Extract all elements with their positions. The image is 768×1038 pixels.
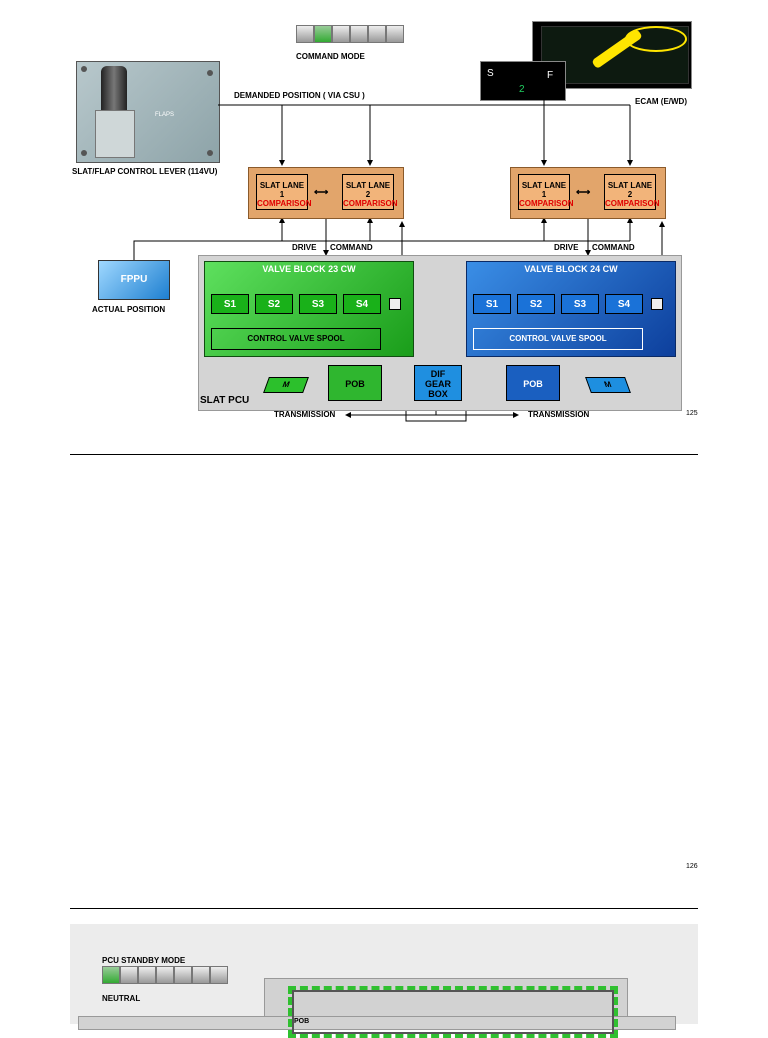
ecam-display-zoom: S F 2 [480, 61, 566, 101]
lane-number: 1 [541, 190, 547, 199]
command-mode-indicator [296, 25, 404, 43]
command-label-right: COMMAND [592, 243, 635, 252]
ecam-f: F [547, 70, 554, 81]
valve-block-title: VALVE BLOCK 24 CW [524, 264, 618, 274]
pob-left: POB [328, 365, 382, 401]
solenoid-s2: S2 [517, 294, 555, 314]
screw-icon [81, 66, 87, 72]
mode-segment [296, 25, 314, 43]
drive-label-right: DRIVE [554, 243, 579, 252]
valve-block-24: VALVE BLOCK 24 CW S1 S2 S3 S4 CONTROL VA… [466, 261, 676, 357]
pob-label: POB [294, 1018, 310, 1025]
lane-number: 1 [279, 190, 285, 199]
lever-track [95, 110, 135, 158]
lane-title: SLAT LANE [259, 181, 305, 190]
motor-left: M [263, 377, 309, 393]
ecam-label: ECAM (E/WD) [635, 97, 687, 106]
lane-title: SLAT LANE [521, 181, 567, 190]
slat-pcu-label: SLAT PCU [200, 395, 250, 406]
lane-sub: COMPARISON [519, 199, 574, 208]
mode-segment [174, 966, 192, 984]
diagram-pcu-standby: PCU STANDBY MODE NEUTRAL POB [70, 924, 698, 1038]
command-mode-label: COMMAND MODE [296, 52, 365, 61]
motor-right: M [585, 377, 631, 393]
lane-sub: COMPARISON [257, 199, 312, 208]
slat-lane-2-left: SLAT LANE 2 COMPARISON [342, 174, 398, 210]
slat-lane-2-right: SLAT LANE 2 COMPARISON [604, 174, 660, 210]
fppu-box: FPPU [98, 260, 170, 300]
gear-line: GEAR [424, 379, 451, 389]
mode-segment [120, 966, 138, 984]
demanded-position-label: DEMANDED POSITION ( VIA CSU ) [234, 91, 365, 100]
solenoid-s3: S3 [561, 294, 599, 314]
control-valve-spool: CONTROL VALVE SPOOL [473, 328, 643, 350]
page-number-1: 125 [686, 410, 698, 417]
page-divider [70, 908, 698, 909]
mode-segment [156, 966, 174, 984]
neutral-label: NEUTRAL [102, 994, 141, 1003]
mode-segment [332, 25, 350, 43]
lane-title: SLAT LANE [607, 181, 653, 190]
lane-exchange-arrow: ⟷ [576, 187, 591, 198]
screw-icon [207, 150, 213, 156]
solenoid-s3: S3 [299, 294, 337, 314]
lane-sub: COMPARISON [605, 199, 660, 208]
solenoid-s1: S1 [211, 294, 249, 314]
mode-segment [210, 966, 228, 984]
standby-mode-label: PCU STANDBY MODE [102, 956, 186, 965]
drive-label-left: DRIVE [292, 243, 317, 252]
slat-lane-1-right: SLAT LANE 1 COMPARISON [518, 174, 574, 210]
lever-panel-text: FLAPS [155, 112, 175, 118]
mode-segment [350, 25, 368, 43]
ecam-value: 2 [519, 84, 525, 95]
lever-label: SLAT/FLAP CONTROL LEVER (114VU) [72, 167, 218, 176]
ecam-display-large [532, 21, 692, 89]
mode-segment [368, 25, 386, 43]
transmission-right: TRANSMISSION [528, 410, 590, 419]
lever-handle [101, 66, 127, 112]
hydraulic-loop [288, 986, 618, 1038]
screw-icon [81, 150, 87, 156]
lane-sub: COMPARISON [343, 199, 398, 208]
signal-lines [133, 85, 665, 422]
mode-segment [386, 25, 404, 43]
mode-segment-active [314, 25, 332, 43]
mode-segment [192, 966, 210, 984]
valve-block-title: VALVE BLOCK 23 CW [262, 264, 356, 274]
lane-exchange-arrow: ⟷ [314, 187, 329, 198]
lane-title: SLAT LANE [345, 181, 391, 190]
diagram-slat-command-mode: COMMAND MODE FLAPS SLAT/FLAP CONTROL LEV… [70, 15, 698, 425]
mode-segment-active [102, 966, 120, 984]
page-number-2: 126 [686, 863, 698, 870]
lvdt-icon [651, 298, 663, 310]
ecam-s: S [487, 68, 494, 79]
screw-icon [207, 70, 213, 76]
standby-mode-indicator [102, 966, 228, 984]
solenoid-s2: S2 [255, 294, 293, 314]
slat-lane-1-left: SLAT LANE 1 COMPARISON [256, 174, 312, 210]
dif-gear-box: DIF GEAR BOX [414, 365, 462, 401]
control-valve-spool: CONTROL VALVE SPOOL [211, 328, 381, 350]
flap-lever-panel: FLAPS [76, 61, 220, 163]
solenoid-s1: S1 [473, 294, 511, 314]
actual-position-label: ACTUAL POSITION [92, 305, 166, 314]
transmission-left: TRANSMISSION [274, 410, 336, 419]
solenoid-s4: S4 [343, 294, 381, 314]
pob-right: POB [506, 365, 560, 401]
valve-block-23: VALVE BLOCK 23 CW S1 S2 S3 S4 CONTROL VA… [204, 261, 414, 357]
command-label-left: COMMAND [330, 243, 373, 252]
dif-line: DIF [430, 369, 446, 379]
lane-number: 2 [365, 190, 371, 199]
lane-number: 2 [627, 190, 633, 199]
lvdt-icon [389, 298, 401, 310]
box-line: BOX [428, 389, 448, 399]
page-divider [70, 454, 698, 455]
solenoid-s4: S4 [605, 294, 643, 314]
mode-segment [138, 966, 156, 984]
